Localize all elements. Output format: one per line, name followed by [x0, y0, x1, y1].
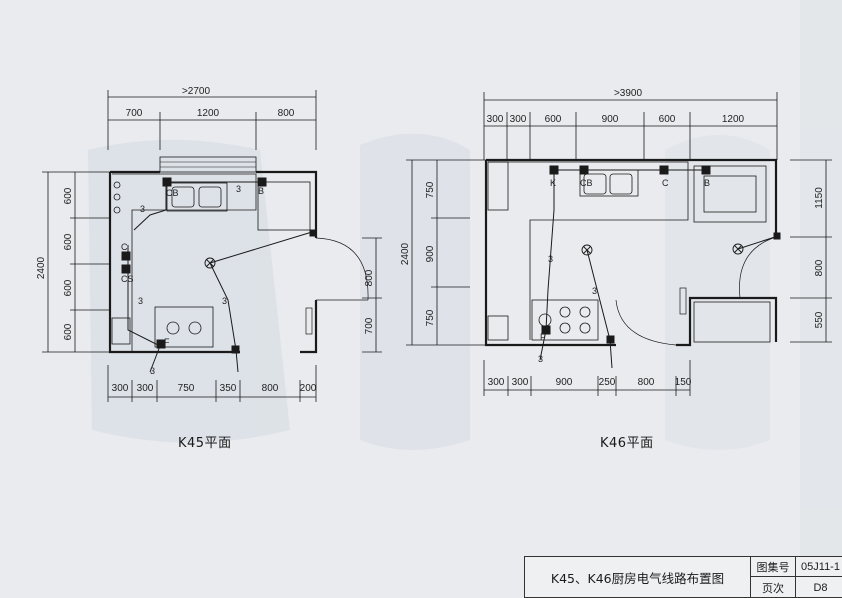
k45-door-dimensions [362, 237, 382, 353]
k46-bottom-dim: 900 [556, 377, 573, 388]
k46-top-dim: 600 [659, 114, 676, 125]
k46-socket-label: B [704, 178, 710, 188]
k45-top-dim: 800 [278, 108, 295, 119]
k45-caption: K45平面 [178, 436, 232, 451]
k46-counters [487, 161, 771, 343]
k46-door-swing [615, 299, 677, 346]
k45-bottom-dim: 750 [178, 383, 195, 394]
k45-socket-label: CS [121, 274, 134, 284]
k45-door-dim: 700 [364, 317, 375, 334]
k46-bottom-dim: 300 [512, 377, 529, 388]
k45-left-dim: 600 [63, 187, 74, 204]
k46-wall-light-icon [732, 243, 744, 255]
k45-bottom-dim: 200 [300, 383, 317, 394]
k45-wire-count: 3 [222, 296, 227, 306]
k46-right-dim: 550 [814, 311, 825, 328]
plan-k45 [42, 90, 382, 402]
k46-text: >3900 300 300 600 900 600 1200 2400 750 … [400, 88, 825, 388]
k46-wire-count: 3 [538, 354, 543, 364]
k46-top-dim: 300 [487, 114, 504, 125]
k45-text: >2700 700 1200 800 2400 600 600 600 600 … [36, 86, 375, 394]
k46-right-dim: 1150 [814, 187, 825, 209]
page-number: D8 [813, 581, 828, 594]
k45-bottom-dim: 300 [137, 383, 154, 394]
atlas-number-label: 图集号 [751, 557, 796, 577]
k45-socket-label: C [121, 242, 128, 252]
background-watermark [88, 0, 842, 597]
atlas-number: 05J11-1 [796, 557, 842, 577]
k46-bottom-dim: 250 [599, 377, 616, 388]
k45-bottom-dim: 300 [112, 383, 129, 394]
k46-right-dim: 800 [814, 259, 825, 276]
k45-wire-count: 3 [140, 204, 145, 214]
k45-wire-count: 3 [236, 184, 241, 194]
title-block: K45、K46厨房电气线路布置图 图集号 05J11-1 页次 D8 [524, 556, 842, 598]
k45-bottom-dim: 800 [262, 383, 279, 394]
k46-right-dimensions [790, 159, 832, 343]
k46-caption: K46平面 [600, 436, 654, 451]
k46-top-dim: 1200 [722, 114, 745, 125]
k45-socket-label: B [258, 186, 264, 196]
k45-wire-count: 3 [138, 296, 143, 306]
k46-socket-label: K [550, 178, 556, 188]
k46-overall-height: 2400 [400, 242, 411, 265]
k46-overall-width: >3900 [614, 88, 643, 99]
k45-left-dim: 600 [63, 323, 74, 340]
k45-overall-width: >2700 [182, 86, 211, 97]
k45-left-dim: 600 [63, 233, 74, 250]
k46-left-dim: 900 [425, 245, 436, 262]
page-label: 页次 [751, 577, 796, 598]
k45-top-dimensions [107, 90, 317, 150]
k45-socket-label: F [164, 337, 170, 347]
k45-wiring [127, 181, 313, 373]
k45-top-dim: 1200 [197, 108, 220, 119]
k46-top-dimensions [483, 92, 778, 160]
k46-wire-count: 3 [592, 286, 597, 296]
k46-ceiling-light-icon [581, 244, 593, 256]
k45-wire-count: 3 [150, 366, 155, 376]
k46-bottom-dim: 300 [488, 377, 505, 388]
drawing-title: K45、K46厨房电气线路布置图 [525, 557, 751, 598]
k46-bottom-dimensions [483, 360, 691, 396]
k46-bottom-dim: 800 [638, 377, 655, 388]
k46-bottom-dim: 150 [675, 377, 692, 388]
k46-sockets [541, 165, 781, 344]
k45-ceiling-light-icon [204, 257, 216, 269]
k45-left-dim: 600 [63, 279, 74, 296]
k46-walls [484, 158, 778, 347]
k45-overall-height: 2400 [36, 256, 47, 279]
k45-top-dim: 700 [126, 108, 143, 119]
k45-bottom-dimensions [107, 365, 317, 402]
k46-top-dim: 900 [602, 114, 619, 125]
k45-sockets [121, 177, 317, 354]
k46-socket-label: F [540, 332, 546, 342]
k46-top-dim: 300 [510, 114, 527, 125]
plan-k46 [406, 92, 832, 396]
k45-bottom-dim: 350 [220, 383, 237, 394]
k46-left-dimensions [406, 159, 486, 346]
k45-door-swing [315, 237, 369, 301]
k46-left-dim: 750 [425, 181, 436, 198]
k45-counters [111, 173, 311, 352]
k45-left-dimensions [42, 171, 110, 353]
k46-wire-count: 3 [548, 254, 553, 264]
k45-window [159, 156, 257, 173]
k46-socket-label: C [662, 178, 669, 188]
k46-socket-label: CB [580, 178, 593, 188]
k45-socket-label: CB [166, 188, 179, 198]
k46-top-dim: 600 [545, 114, 562, 125]
k45-walls [108, 170, 318, 354]
k46-left-dim: 750 [425, 309, 436, 326]
k45-door-dim: 800 [364, 269, 375, 286]
